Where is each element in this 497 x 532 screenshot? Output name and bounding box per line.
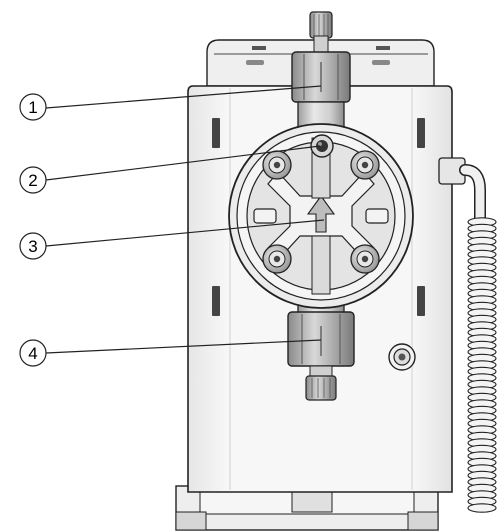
callout-leaders <box>45 85 325 354</box>
callout-2-number: 2 <box>28 171 37 190</box>
suction-valve <box>291 11 351 139</box>
level-sensor-cable <box>438 157 497 513</box>
callout-4-number: 4 <box>28 344 37 363</box>
callout-3: 3 <box>19 232 47 260</box>
callout-1-number: 1 <box>28 98 37 117</box>
indicator-button <box>388 343 416 371</box>
bleed-valve <box>310 134 334 158</box>
cable-coil-loop <box>467 503 497 513</box>
callout-2: 2 <box>19 166 47 194</box>
coiled-cable <box>467 217 497 513</box>
dosing-head <box>228 123 414 309</box>
callout-3-number: 3 <box>28 237 37 256</box>
callout-4: 4 <box>19 339 47 367</box>
callout-1: 1 <box>19 93 47 121</box>
